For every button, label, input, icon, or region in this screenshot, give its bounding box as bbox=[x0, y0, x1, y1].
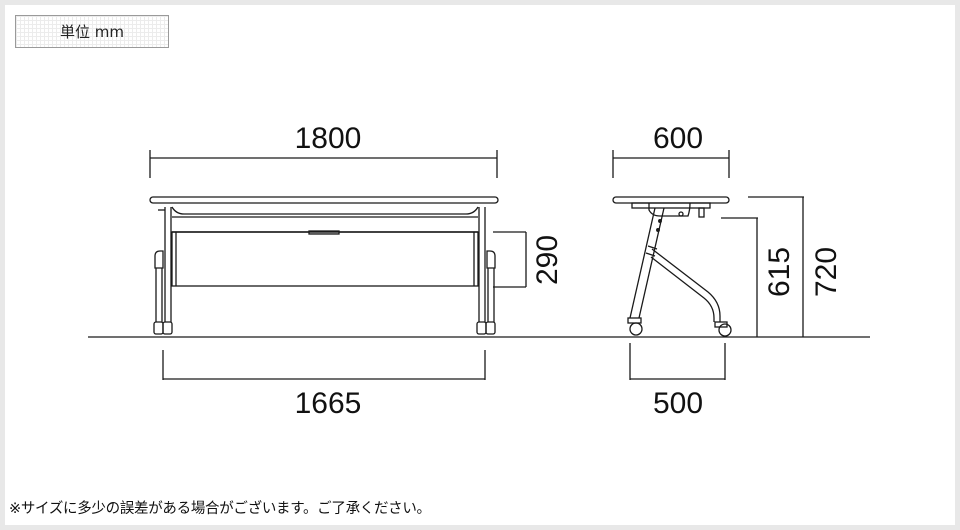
side-view-table bbox=[612, 196, 732, 337]
label-720: 720 bbox=[810, 247, 843, 297]
dim-615 bbox=[721, 217, 758, 337]
front-view-table bbox=[149, 196, 499, 335]
dim-1800 bbox=[149, 150, 498, 178]
dim-600 bbox=[612, 150, 730, 178]
dim-500 bbox=[629, 343, 726, 380]
unit-label-box: 単位 mm bbox=[15, 15, 169, 48]
dim-1665 bbox=[162, 350, 486, 380]
label-600: 600 bbox=[653, 122, 703, 155]
dim-720 bbox=[748, 196, 804, 337]
label-615: 615 bbox=[763, 247, 796, 297]
label-290: 290 bbox=[531, 235, 564, 285]
unit-label: 単位 mm bbox=[60, 23, 124, 41]
label-1665: 1665 bbox=[295, 387, 362, 420]
disclaimer-note: ※サイズに多少の誤差がある場合がございます。ご了承ください。 bbox=[9, 501, 431, 517]
dim-290 bbox=[493, 231, 527, 288]
label-1800: 1800 bbox=[295, 122, 362, 155]
label-500: 500 bbox=[653, 387, 703, 420]
